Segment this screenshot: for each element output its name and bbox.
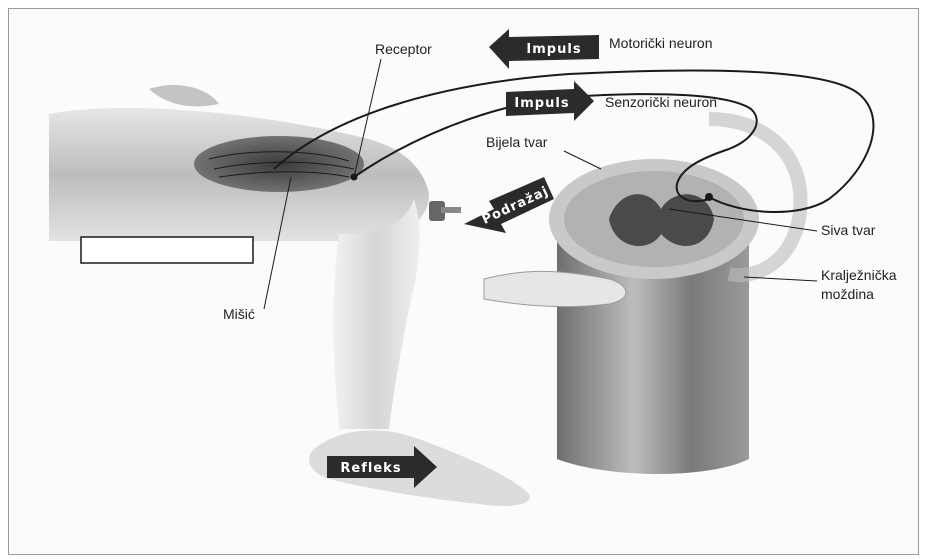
motor-neuron-label: Motorički neuron [609,35,713,51]
diagram-frame: Impuls Impuls Podražaj Refleks Receptor … [8,8,919,555]
white-matter-label: Bijela tvar [486,134,548,150]
reflex-hammer [429,201,461,221]
motor-impulse-arrow: Impuls [489,29,599,69]
reflex-arc-diagram: Impuls Impuls Podražaj Refleks Receptor … [9,9,918,554]
stimulus-arrow: Podražaj [464,177,554,233]
sensory-impulse-arrow: Impuls [506,81,594,121]
reflex-text: Refleks [340,461,401,476]
motor-impulse-text: Impuls [526,42,581,57]
muscle-label: Mišić [223,306,255,322]
sensory-impulse-text: Impuls [514,96,569,111]
thigh [49,85,429,241]
support-block [81,237,253,263]
receptor-label: Receptor [375,41,432,57]
white-matter-leader [564,151,601,169]
spinal-cord-label-line2: moždina [821,286,874,302]
sensory-neuron-label: Senzorički neuron [605,94,717,110]
spinal-cord-label-line1: Kralježnička [821,267,897,283]
gray-matter-label: Siva tvar [821,222,876,238]
